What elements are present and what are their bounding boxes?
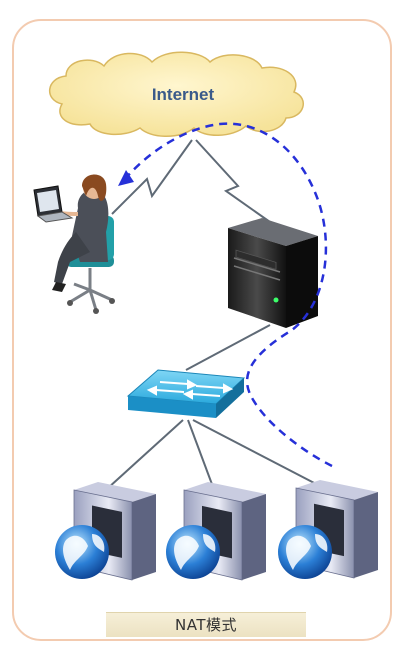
internet-label: Internet xyxy=(152,85,215,104)
link-internet-laptop xyxy=(111,139,193,215)
link-switch-server-1 xyxy=(107,419,184,489)
link-switch-server-3 xyxy=(192,419,321,487)
office-chair xyxy=(69,268,113,311)
link-server-switch xyxy=(185,324,271,371)
internet-cloud: Internet xyxy=(49,51,304,137)
web-server-3-icon xyxy=(278,480,378,579)
network-switch-icon xyxy=(126,369,246,418)
link-internet-server xyxy=(195,139,271,223)
connection-lines xyxy=(107,139,321,489)
web-server-2-icon xyxy=(166,482,266,581)
nat-traffic-path xyxy=(123,122,333,468)
laptop-user xyxy=(33,174,115,314)
nat-server-icon xyxy=(228,218,318,328)
web-server-1-icon xyxy=(55,482,156,581)
arrowhead-icon xyxy=(118,170,134,186)
laptop-icon xyxy=(33,185,74,223)
diagram-caption: NAT模式 xyxy=(106,612,306,637)
link-switch-server-2 xyxy=(187,419,214,488)
